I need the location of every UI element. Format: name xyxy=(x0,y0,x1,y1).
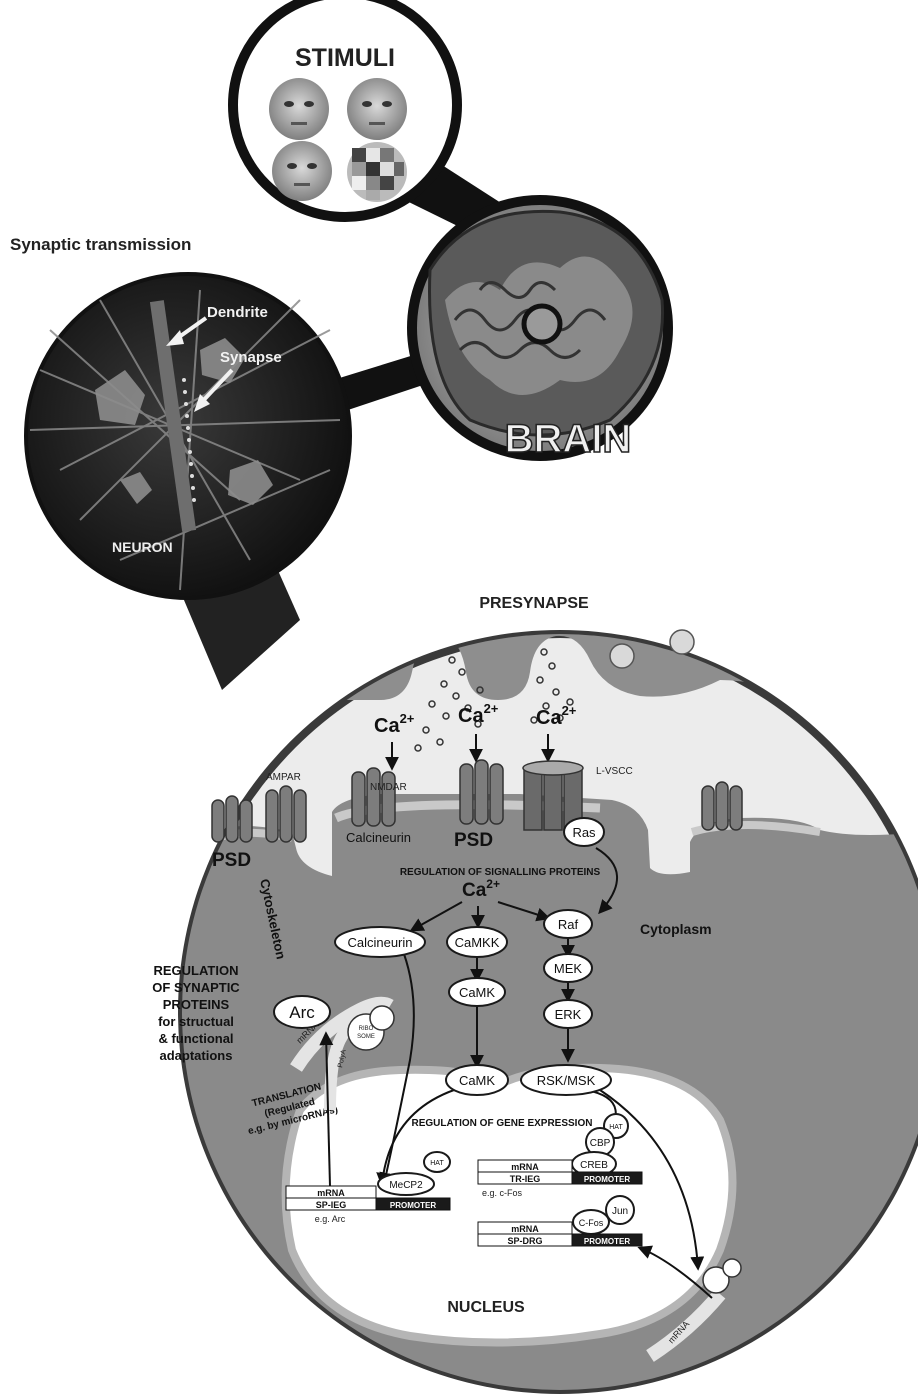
svg-text:e.g. c-Fos: e.g. c-Fos xyxy=(482,1188,523,1198)
svg-text:PROTEINS: PROTEINS xyxy=(163,997,230,1012)
raf-node: Raf xyxy=(544,910,592,938)
nmdar-label: NMDAR xyxy=(370,782,407,793)
rsk-msk-node: RSK/MSK xyxy=(521,1065,611,1095)
svg-text:CaMKK: CaMKK xyxy=(455,935,500,950)
svg-text:HAT: HAT xyxy=(609,1124,623,1131)
svg-text:for structual: for structual xyxy=(158,1014,234,1029)
stimuli-panel: STIMULI xyxy=(233,0,457,217)
svg-text:CaMK: CaMK xyxy=(459,1073,495,1088)
svg-text:PROMOTER: PROMOTER xyxy=(390,1201,436,1210)
svg-text:Raf: Raf xyxy=(558,917,579,932)
svg-text:& functional: & functional xyxy=(158,1031,233,1046)
svg-text:MeCP2: MeCP2 xyxy=(389,1180,423,1191)
brain-panel: BRAIN xyxy=(412,200,668,461)
svg-text:CREB: CREB xyxy=(580,1160,608,1171)
lvscc-label: L-VSCC xyxy=(596,766,633,777)
regulation-signalling-label: REGULATION OF SIGNALLING PROTEINS xyxy=(400,867,601,878)
svg-text:SP-IEG: SP-IEG xyxy=(316,1200,347,1210)
svg-text:mRNA: mRNA xyxy=(511,1224,539,1234)
svg-text:HAT: HAT xyxy=(430,1160,444,1167)
svg-text:ERK: ERK xyxy=(555,1007,582,1022)
svg-text:Ras: Ras xyxy=(572,825,596,840)
brain-title: BRAIN xyxy=(505,417,632,461)
regulation-gene-label: REGULATION OF GENE EXPRESSION xyxy=(412,1118,593,1129)
cytoplasm-label: Cytoplasm xyxy=(640,921,712,937)
svg-text:C-Fos: C-Fos xyxy=(579,1218,604,1228)
arc-node: Arc xyxy=(274,996,330,1028)
brain-region-marker xyxy=(524,306,560,342)
svg-text:SOME: SOME xyxy=(357,1034,375,1040)
camkk-node: CaMKK xyxy=(447,927,507,957)
stimuli-title: STIMULI xyxy=(295,44,395,72)
svg-text:RSK/MSK: RSK/MSK xyxy=(537,1073,596,1088)
svg-text:PROMOTER: PROMOTER xyxy=(584,1237,630,1246)
hat-node-2: HAT xyxy=(424,1152,450,1172)
svg-text:PROMOTER: PROMOTER xyxy=(584,1175,630,1184)
cell-panel: PRESYNAPSE Ca2+ Ca2+ Ca2+ xyxy=(152,590,918,1394)
face-image xyxy=(272,141,332,201)
synaptic-transmission-label: Synaptic transmission xyxy=(10,235,191,254)
svg-text:REGULATION: REGULATION xyxy=(154,963,239,978)
presynapse-title: PRESYNAPSE xyxy=(479,595,589,612)
svg-text:Arc: Arc xyxy=(289,1003,315,1022)
svg-text:Jun: Jun xyxy=(612,1206,628,1217)
neuron-panel: Dendrite Synapse NEURON xyxy=(26,274,350,598)
receptor-right xyxy=(702,782,742,830)
svg-text:CBP: CBP xyxy=(590,1138,611,1149)
jun-node: Jun xyxy=(606,1196,634,1224)
svg-text:CaMK: CaMK xyxy=(459,985,495,1000)
neuron-title: NEURON xyxy=(112,539,173,555)
cfos-node: C-Fos xyxy=(573,1210,609,1234)
synapse-label: Synapse xyxy=(220,349,282,366)
svg-text:mRNA: mRNA xyxy=(511,1162,539,1172)
svg-text:Calcineurin: Calcineurin xyxy=(347,935,412,950)
mecp2-node: MeCP2 xyxy=(378,1173,434,1195)
ampar-label: AMPAR xyxy=(266,772,301,783)
erk-node: ERK xyxy=(544,1000,592,1028)
calcineurin-node: Calcineurin xyxy=(335,927,425,957)
mek-node: MEK xyxy=(544,954,592,982)
camk-node-1: CaMK xyxy=(449,978,505,1006)
psd-label: PSD xyxy=(454,830,493,851)
face-image xyxy=(269,78,329,140)
svg-text:OF SYNAPTIC: OF SYNAPTIC xyxy=(152,980,240,995)
svg-text:e.g. Arc: e.g. Arc xyxy=(315,1214,346,1224)
camk-node-2: CaMK xyxy=(446,1065,508,1095)
svg-text:mRNA: mRNA xyxy=(317,1188,345,1198)
face-image xyxy=(347,78,407,140)
svg-text:RIBO: RIBO xyxy=(359,1026,374,1032)
calcineurin-membrane-label: Calcineurin xyxy=(346,830,411,845)
svg-text:SP-DRG: SP-DRG xyxy=(507,1236,542,1246)
nucleus-title: NUCLEUS xyxy=(447,1299,525,1316)
ras-node: Ras xyxy=(564,818,604,846)
svg-text:MEK: MEK xyxy=(554,961,583,976)
scrambled-face-image xyxy=(347,142,407,202)
svg-text:TR-IEG: TR-IEG xyxy=(510,1174,541,1184)
psd-label: PSD xyxy=(212,850,251,871)
svg-text:adaptations: adaptations xyxy=(160,1048,233,1063)
dendrite-label: Dendrite xyxy=(207,304,268,321)
